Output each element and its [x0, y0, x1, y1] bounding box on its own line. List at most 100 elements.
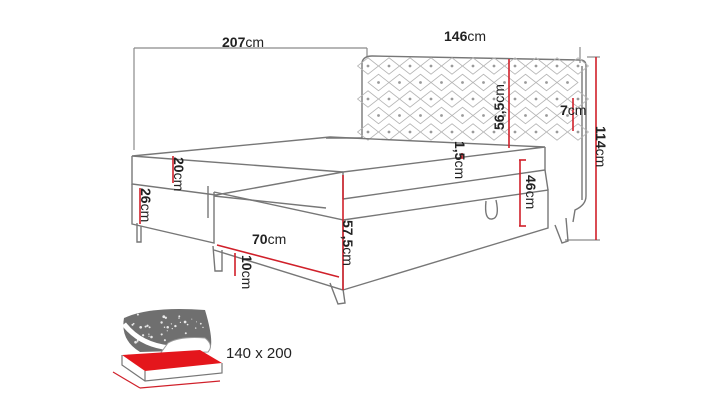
- tuft-button: [555, 130, 559, 134]
- star-dot: [146, 324, 149, 327]
- tuft-button: [387, 130, 391, 134]
- tuft-button: [576, 130, 580, 134]
- tuft-diamond: [514, 73, 537, 92]
- star-dot: [199, 322, 202, 325]
- tuft-diamond: [461, 90, 485, 108]
- tuft-diamond: [388, 73, 411, 92]
- star-dot: [184, 332, 187, 335]
- star-dot: [163, 326, 166, 328]
- star-dot: [160, 321, 163, 324]
- tuft-diamond: [388, 106, 411, 125]
- star-dot: [174, 324, 177, 328]
- tuft-diamond: [461, 57, 485, 75]
- star-dot: [148, 326, 151, 329]
- tuft-button: [366, 97, 370, 101]
- tuft-button: [492, 64, 496, 68]
- tuft-button: [513, 97, 517, 101]
- tuft-button: [471, 130, 475, 134]
- tuft-button: [429, 97, 433, 101]
- tuft-button: [398, 81, 401, 84]
- side-height-label: 46cm: [523, 175, 539, 209]
- tuft-diamond: [377, 90, 401, 108]
- tuft-button: [545, 81, 548, 84]
- tuft-diamond: [430, 106, 453, 125]
- star-dot: [162, 315, 166, 319]
- tuft-button: [387, 64, 391, 68]
- tuft-diamond: [482, 90, 506, 108]
- star-dot: [141, 334, 145, 337]
- tuft-diamond: [409, 106, 432, 125]
- star-dot: [131, 323, 134, 326]
- tuft-button: [450, 97, 454, 101]
- tuft-button: [566, 114, 569, 117]
- star-dot: [160, 333, 163, 336]
- tuft-button: [419, 114, 422, 117]
- tuft-button: [524, 81, 527, 84]
- headboard: [326, 55, 590, 223]
- star-dot: [150, 335, 153, 339]
- dimension-labels: 207cm 146cm 56,5cm 7cm 114cm 46cm 1,5cm …: [138, 28, 609, 289]
- tuft-button: [555, 97, 559, 101]
- tuft-diamond: [356, 57, 380, 75]
- extension-lines: [133, 47, 600, 241]
- tuft-button: [387, 97, 391, 101]
- star-dot: [148, 333, 150, 335]
- star-dot: [194, 327, 197, 329]
- tuft-button: [471, 97, 475, 101]
- star-dot: [191, 318, 193, 320]
- tuft-diamond: [367, 106, 390, 125]
- tuft-diamond: [566, 123, 590, 141]
- dimension-lines: [139, 57, 597, 290]
- tuft-diamond: [524, 90, 548, 108]
- tuft-button: [419, 81, 422, 84]
- bed-base: [131, 136, 569, 305]
- tuft-diamond: [482, 57, 506, 75]
- mattress-size-icon: 140 x 200: [112, 309, 292, 389]
- tuft-button: [482, 81, 485, 84]
- tuft-button: [429, 64, 433, 68]
- star-dot: [136, 313, 139, 316]
- tuft-button: [408, 64, 412, 68]
- tuft-diamond: [398, 57, 422, 75]
- tuft-diamond: [535, 106, 558, 125]
- tuft-diamond: [440, 57, 464, 75]
- tuft-button: [429, 130, 433, 134]
- star-dot: [164, 316, 168, 320]
- tuft-button: [513, 130, 517, 134]
- tuft-button: [471, 64, 475, 68]
- tuft-diamond: [482, 123, 506, 141]
- star-dot: [136, 341, 139, 343]
- tuft-button: [576, 64, 580, 68]
- tuft-button: [366, 130, 370, 134]
- tuft-diamond: [556, 106, 579, 125]
- star-dot: [170, 323, 173, 325]
- headboard-height-label: 56,5cm: [491, 84, 507, 130]
- tuft-button: [461, 81, 464, 84]
- tuft-diamond: [472, 73, 495, 92]
- tuft-button: [524, 114, 527, 117]
- tuft-button: [440, 114, 443, 117]
- tuft-button: [366, 64, 370, 68]
- tuft-diamond: [356, 90, 380, 108]
- star-dot: [132, 322, 135, 325]
- tuft-diamond: [545, 57, 569, 75]
- star-dot: [183, 320, 187, 324]
- tuft-diamond: [356, 123, 380, 141]
- tuft-diamond: [419, 90, 443, 108]
- tuft-button: [492, 97, 496, 101]
- topper-thickness-label: 1,5cm: [452, 141, 468, 179]
- mattress-label: 26cm: [138, 188, 154, 222]
- tuft-button: [576, 97, 580, 101]
- tuft-button: [377, 114, 380, 117]
- total-height-label: 114cm: [593, 126, 609, 167]
- tuft-diamond: [524, 57, 548, 75]
- tuft-diamond: [503, 123, 527, 141]
- tuft-diamond: [524, 123, 548, 141]
- tuft-diamond: [419, 123, 443, 141]
- star-dot: [148, 335, 150, 337]
- base-height-label: 57,5cm: [340, 220, 356, 266]
- star-dot: [139, 325, 143, 329]
- star-dot: [202, 326, 204, 329]
- headboard-thickness-label: 7cm: [560, 102, 586, 118]
